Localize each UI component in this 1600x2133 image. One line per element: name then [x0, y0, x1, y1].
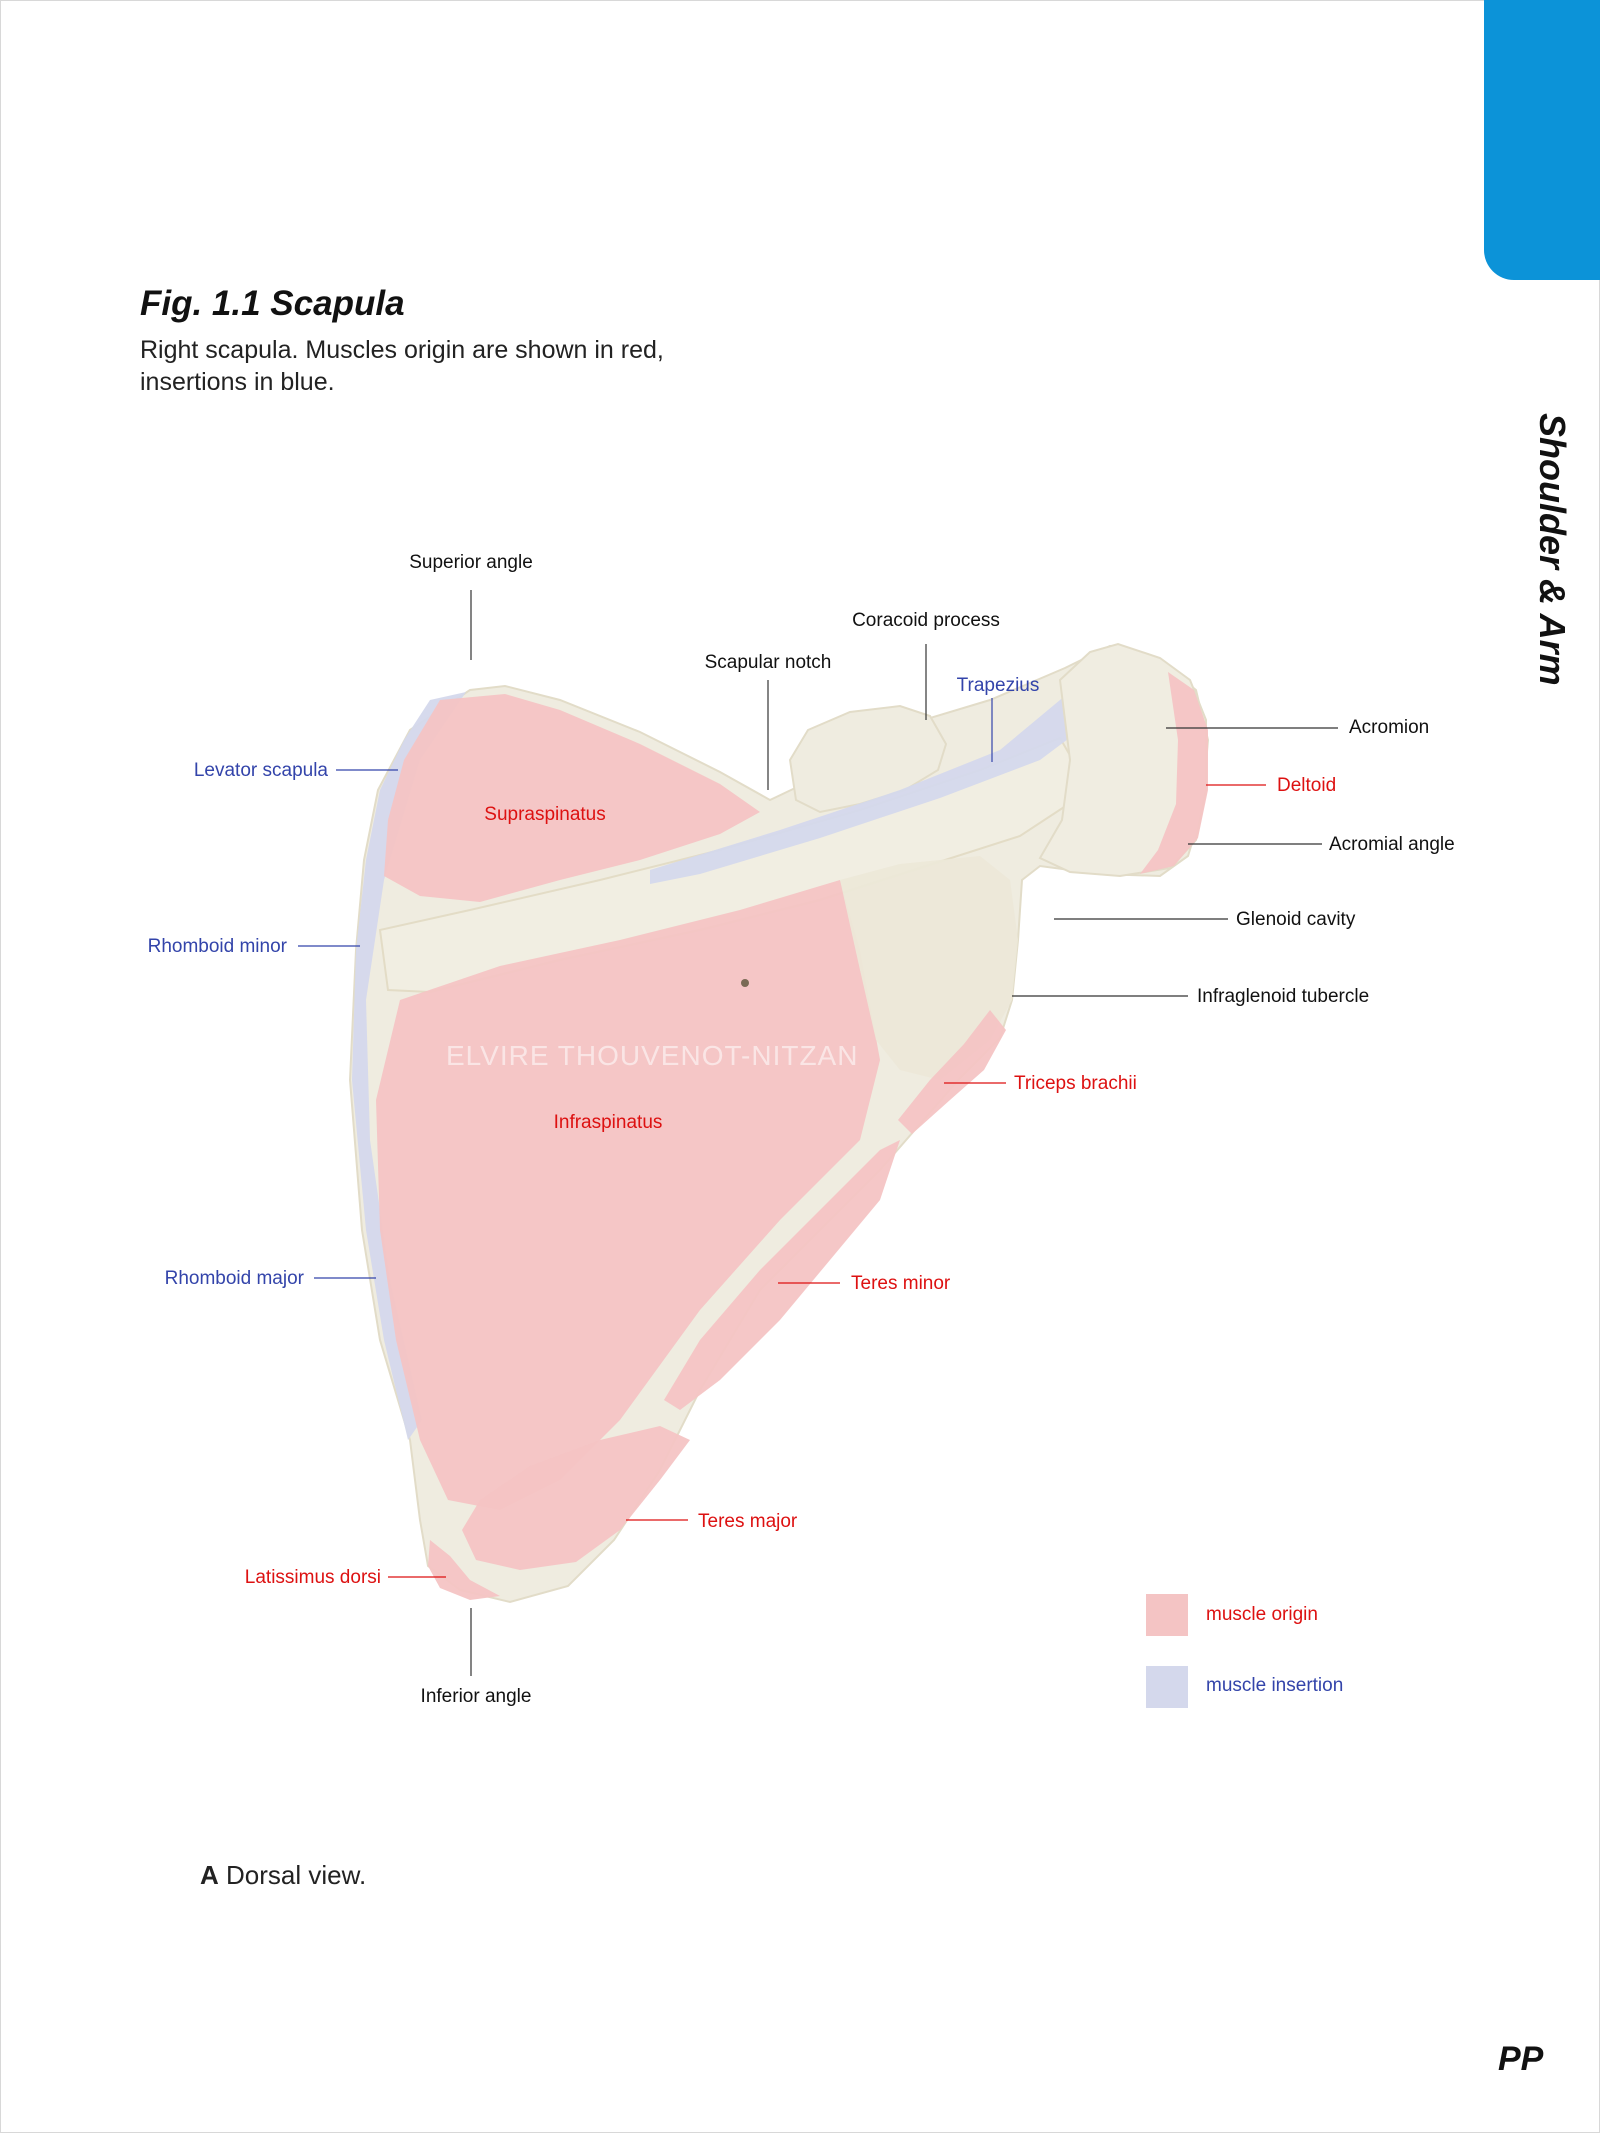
- section-tab: [1484, 0, 1600, 280]
- teres-major-region: [462, 1426, 690, 1570]
- label-infraspinatus: Infraspinatus: [554, 1112, 663, 1133]
- label-triceps-brachii: Triceps brachii: [1014, 1073, 1137, 1094]
- label-glenoid-cavity: Glenoid cavity: [1236, 909, 1356, 930]
- label-acromial-angle: Acromial angle: [1329, 834, 1455, 855]
- label-superior-angle: Superior angle: [409, 552, 533, 573]
- glenoid-head: [840, 856, 1018, 1080]
- label-infraglenoid-tubercle: Infraglenoid tubercle: [1197, 986, 1369, 1007]
- label-supraspinatus: Supraspinatus: [484, 804, 605, 825]
- figure-caption: A Dorsal view.: [200, 1860, 366, 1891]
- label-rhomboid-minor: Rhomboid minor: [148, 936, 288, 957]
- legend-label-origin: muscle origin: [1206, 1604, 1318, 1625]
- legend-swatch-origin: [1146, 1594, 1188, 1636]
- figure-description: Right scapula. Muscles origin are shown …: [140, 336, 664, 396]
- page-number: PP: [1498, 2040, 1544, 2078]
- insertion-leader-lines: [298, 698, 993, 1279]
- origin-leader-lines: [388, 784, 1266, 1578]
- caption-letter: A: [200, 1860, 219, 1890]
- label-scapular-notch: Scapular notch: [705, 652, 832, 673]
- triceps-region: [898, 1010, 1006, 1134]
- legend-swatch-insertion: [1146, 1666, 1188, 1708]
- label-teres-minor: Teres minor: [851, 1273, 951, 1294]
- label-trapezius: Trapezius: [957, 675, 1040, 696]
- label-acromion: Acromion: [1349, 717, 1429, 738]
- figure-title: Fig. 1.1 Scapula: [140, 284, 405, 323]
- legend-label-insertion: muscle insertion: [1206, 1675, 1344, 1696]
- label-rhomboid-major: Rhomboid major: [165, 1268, 305, 1289]
- watermark: ELVIRE THOUVENOT-NITZAN: [446, 1040, 858, 1071]
- coracoid-process: [788, 704, 948, 814]
- label-coracoid-process: Coracoid process: [852, 610, 1000, 631]
- label-teres-major: Teres major: [698, 1511, 798, 1532]
- trapezius-insertion: [650, 672, 1090, 884]
- latissimus-dorsi-region: [428, 1540, 500, 1600]
- medial-border-insertion: [352, 692, 466, 1440]
- deltoid-region: [1140, 672, 1208, 874]
- teres-minor-region: [664, 1140, 900, 1410]
- label-latissimus-dorsi: Latissimus dorsi: [245, 1567, 381, 1588]
- label-inferior-angle: Inferior angle: [421, 1686, 532, 1707]
- supraspinatus-region: [384, 694, 760, 902]
- caption-text: Dorsal view.: [218, 1860, 367, 1890]
- nutrient-foramen: [741, 979, 749, 987]
- infraspinatus-region: [376, 880, 880, 1510]
- label-levator-scapula: Levator scapula: [194, 760, 329, 781]
- label-deltoid: Deltoid: [1277, 775, 1336, 796]
- leader-lines: [470, 590, 1338, 1676]
